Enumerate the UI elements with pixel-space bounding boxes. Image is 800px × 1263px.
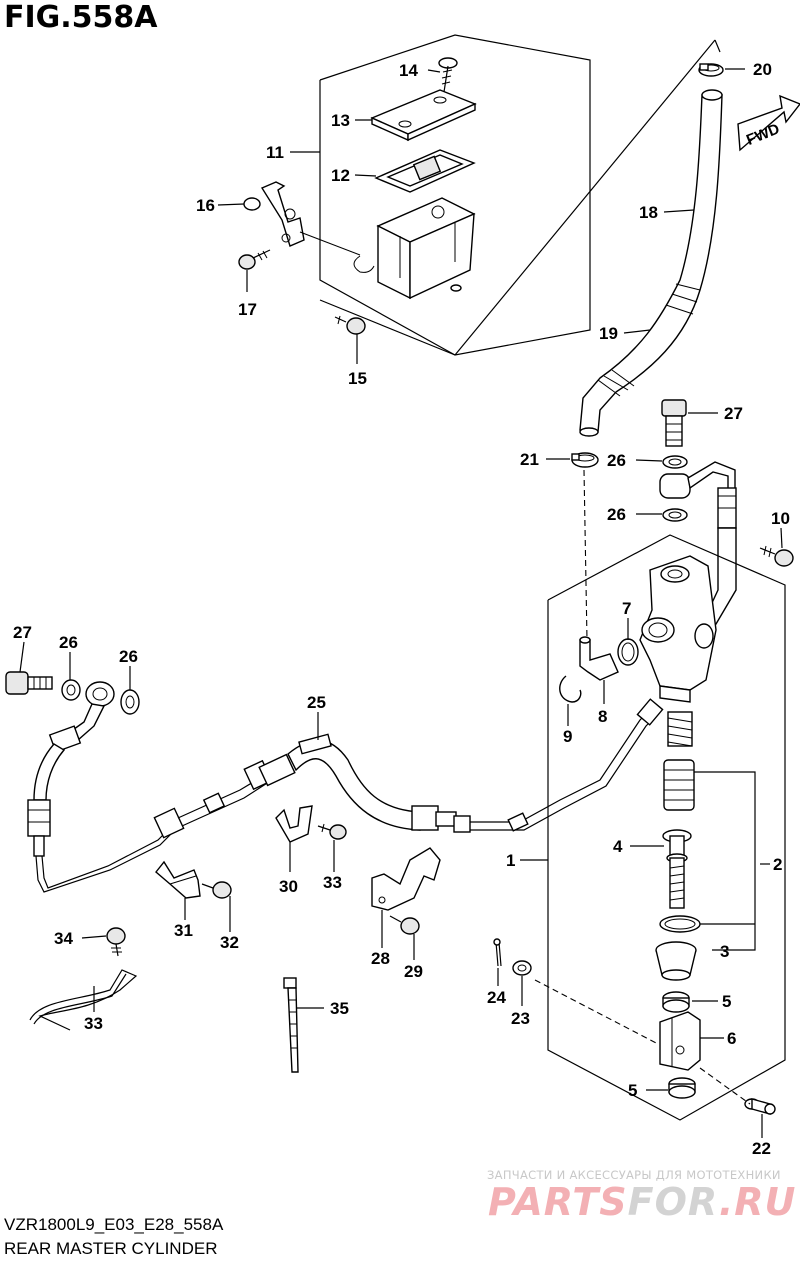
callout-35: 35 (330, 999, 349, 1018)
figure-title: FIG.558A (4, 0, 158, 35)
part-33-wire-guide (29, 969, 138, 1031)
part-15-bolt (334, 315, 366, 335)
part-23-washer (512, 960, 532, 976)
callout-19: 19 (599, 324, 618, 343)
circlip-lower (659, 915, 701, 933)
part-6-clevis (659, 1011, 701, 1071)
callout-31: 31 (174, 921, 193, 940)
part-14-screw (438, 57, 458, 93)
part-5-nut-upper (662, 991, 690, 1013)
callout-26-d: 26 (119, 647, 138, 666)
watermark-tagline: ЗАПЧАСТИ И АКСЕССУАРЫ ДЛЯ МОТОТЕХНИКИ (487, 1168, 781, 1182)
callout-5-b: 5 (628, 1081, 637, 1100)
callout-24: 24 (487, 988, 506, 1007)
part-4-push-rod (662, 829, 692, 909)
part-22-clevis-pin (744, 1098, 776, 1115)
watermark-logo: PARTSFOR.RU (488, 1180, 796, 1224)
part-8-hose-connector (579, 636, 619, 681)
callout-30: 30 (279, 877, 298, 896)
part-30-clamp (275, 805, 313, 843)
callout-32: 32 (220, 933, 239, 952)
part-18-reservoir-hose (579, 89, 723, 437)
part-13-reservoir-cap (370, 89, 477, 142)
part-20-hose-clamp (698, 63, 724, 77)
callout-10: 10 (771, 509, 790, 528)
part-35-cable-tie (283, 977, 299, 1073)
master-cylinder-body (639, 555, 717, 703)
part-29-bolt (389, 915, 420, 935)
callout-11: 11 (266, 143, 284, 162)
part-11-reservoir-body (353, 197, 476, 300)
part-24-cotter-pin (493, 938, 502, 967)
callout-16: 16 (196, 196, 215, 215)
part-17-bolt (238, 249, 271, 270)
callout-25: 25 (307, 693, 326, 712)
master-cylinder-assembly-box (547, 534, 786, 1121)
callout-27-left: 27 (13, 623, 32, 642)
callout-13: 13 (331, 111, 350, 130)
callout-20: 20 (753, 60, 772, 79)
callout-18: 18 (639, 203, 658, 222)
callout-33-b: 33 (84, 1014, 103, 1033)
callout-29: 29 (404, 962, 423, 981)
part-28-bracket (371, 847, 441, 911)
brake-pipe-union (659, 461, 737, 625)
part-26-washer-lower (662, 508, 688, 522)
part-34-bolt (106, 927, 126, 957)
part-16-bracket (243, 181, 361, 256)
callout-5-a: 5 (722, 992, 731, 1011)
callout-34: 34 (54, 929, 73, 948)
callout-7: 7 (622, 599, 631, 618)
callout-27-right: 27 (724, 404, 743, 423)
model-code: VZR1800L9_E03_E28_558A (4, 1215, 224, 1234)
callout-9: 9 (563, 727, 572, 746)
part-9-circlip (559, 675, 582, 703)
callout-12: 12 (331, 166, 350, 185)
callout-4: 4 (613, 837, 623, 856)
fwd-arrow-icon: FWD (737, 94, 800, 152)
callout-23: 23 (511, 1009, 530, 1028)
callout-labels: 14 13 12 11 16 17 15 20 18 19 21 27 26 2… (13, 60, 790, 1158)
part-26-washer-left-a (61, 679, 81, 701)
callout-17: 17 (238, 300, 257, 319)
part-26-washer-left-b (120, 689, 140, 715)
callout-26-a: 26 (607, 451, 626, 470)
spring-and-piston (663, 711, 695, 811)
callout-1: 1 (506, 851, 515, 870)
callout-26-b: 26 (607, 505, 626, 524)
watermark-logo-part1: PARTS (488, 1180, 628, 1224)
callout-3: 3 (720, 942, 729, 961)
part-21-hose-clamp (571, 452, 599, 468)
callout-22: 22 (752, 1139, 771, 1158)
part-32-bolt (201, 881, 232, 899)
part-26-washer-upper (662, 455, 688, 469)
part-27-banjo-bolt-right (661, 399, 687, 447)
callout-28: 28 (371, 949, 390, 968)
figure-caption: REAR MASTER CYLINDER (4, 1239, 218, 1258)
reservoir-assembly-box (319, 34, 591, 356)
part-25-brake-hose (27, 681, 664, 893)
part-12-diaphragm (374, 149, 476, 193)
watermark-logo-part3: .RU (718, 1180, 797, 1224)
callout-15: 15 (348, 369, 367, 388)
leader-lines (19, 68, 783, 1138)
callout-14: 14 (399, 61, 418, 80)
callout-8: 8 (598, 707, 607, 726)
part-31-clamp (155, 860, 201, 899)
watermark-logo-part2: FOR (627, 1180, 719, 1224)
callout-6: 6 (727, 1029, 736, 1048)
part-3-boot (655, 941, 697, 981)
part-33-bolt-upper (317, 823, 347, 840)
callout-33-a: 33 (323, 873, 342, 892)
part-10-bolt (759, 545, 794, 567)
part-5-nut-lower (668, 1077, 696, 1099)
callout-2: 2 (773, 855, 782, 874)
callout-26-c: 26 (59, 633, 78, 652)
part-27-banjo-bolt-left (5, 671, 53, 695)
callout-21: 21 (520, 450, 539, 469)
